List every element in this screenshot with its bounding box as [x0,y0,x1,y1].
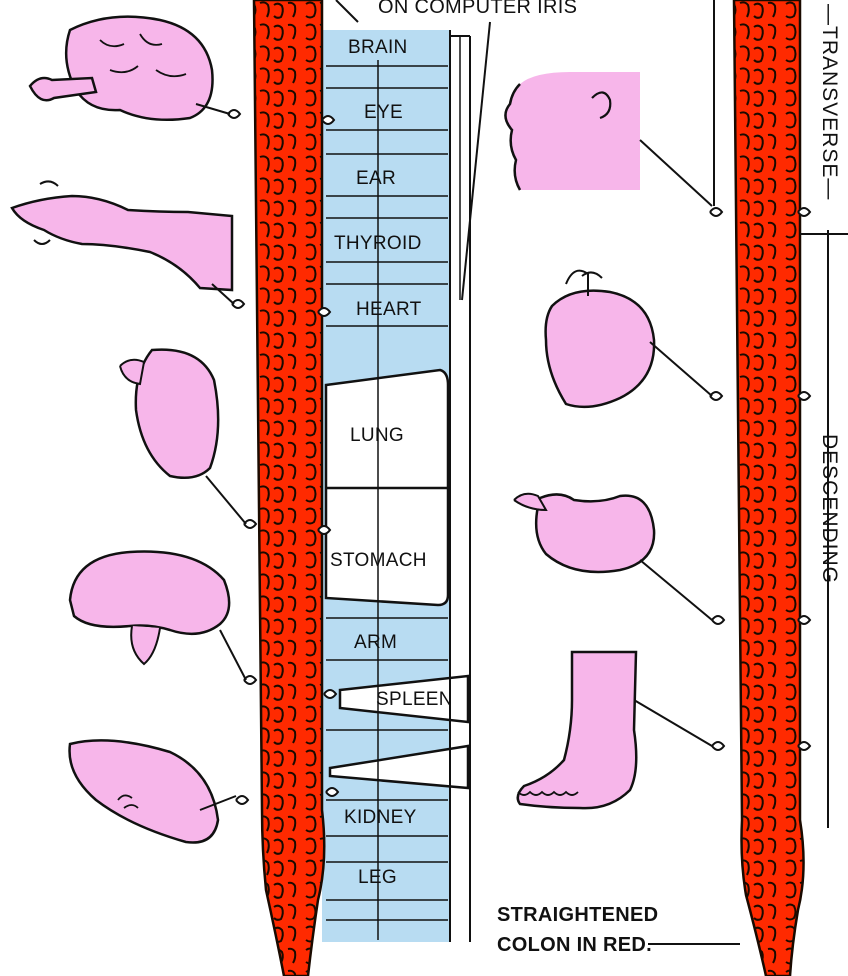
brain-icon [30,17,230,120]
chart-label-heart: HEART [356,300,422,319]
head-icon [505,72,712,206]
chart-label-ear: EAR [356,169,396,188]
transverse-label: —TRANSVERSE— [819,4,840,200]
chart-label-brain: BRAIN [348,38,408,57]
header-fragment: ON COMPUTER IRIS [378,0,577,17]
left-colon [254,0,324,976]
stomach-icon [514,494,712,620]
chart-label-arm: ARM [354,633,397,652]
chart-label-thyroid: THYROID [334,234,422,253]
chart-label-kidney: KIDNEY [344,808,417,827]
chart-label-eye: EYE [364,103,403,122]
right-colon [734,0,804,976]
kidney-icon [70,552,246,680]
caption-line-2: COLON IN RED. [497,935,652,955]
iris-chart-strip [322,30,470,942]
descending-label: —DESCENDING— [819,412,840,606]
chart-label-lung: LUNG [350,426,404,445]
chart-label-leg: LEG [358,868,397,887]
heart-icon [546,271,712,407]
caption-line-1: STRAIGHTENED [497,905,658,925]
foot-icon [518,652,712,808]
lung-icon [120,350,246,524]
chart-label-stomach: STOMACH [330,551,427,570]
chart-label-spleen: SPLEEN [376,690,453,709]
spleen-icon [70,740,236,842]
arm-icon [12,181,234,304]
